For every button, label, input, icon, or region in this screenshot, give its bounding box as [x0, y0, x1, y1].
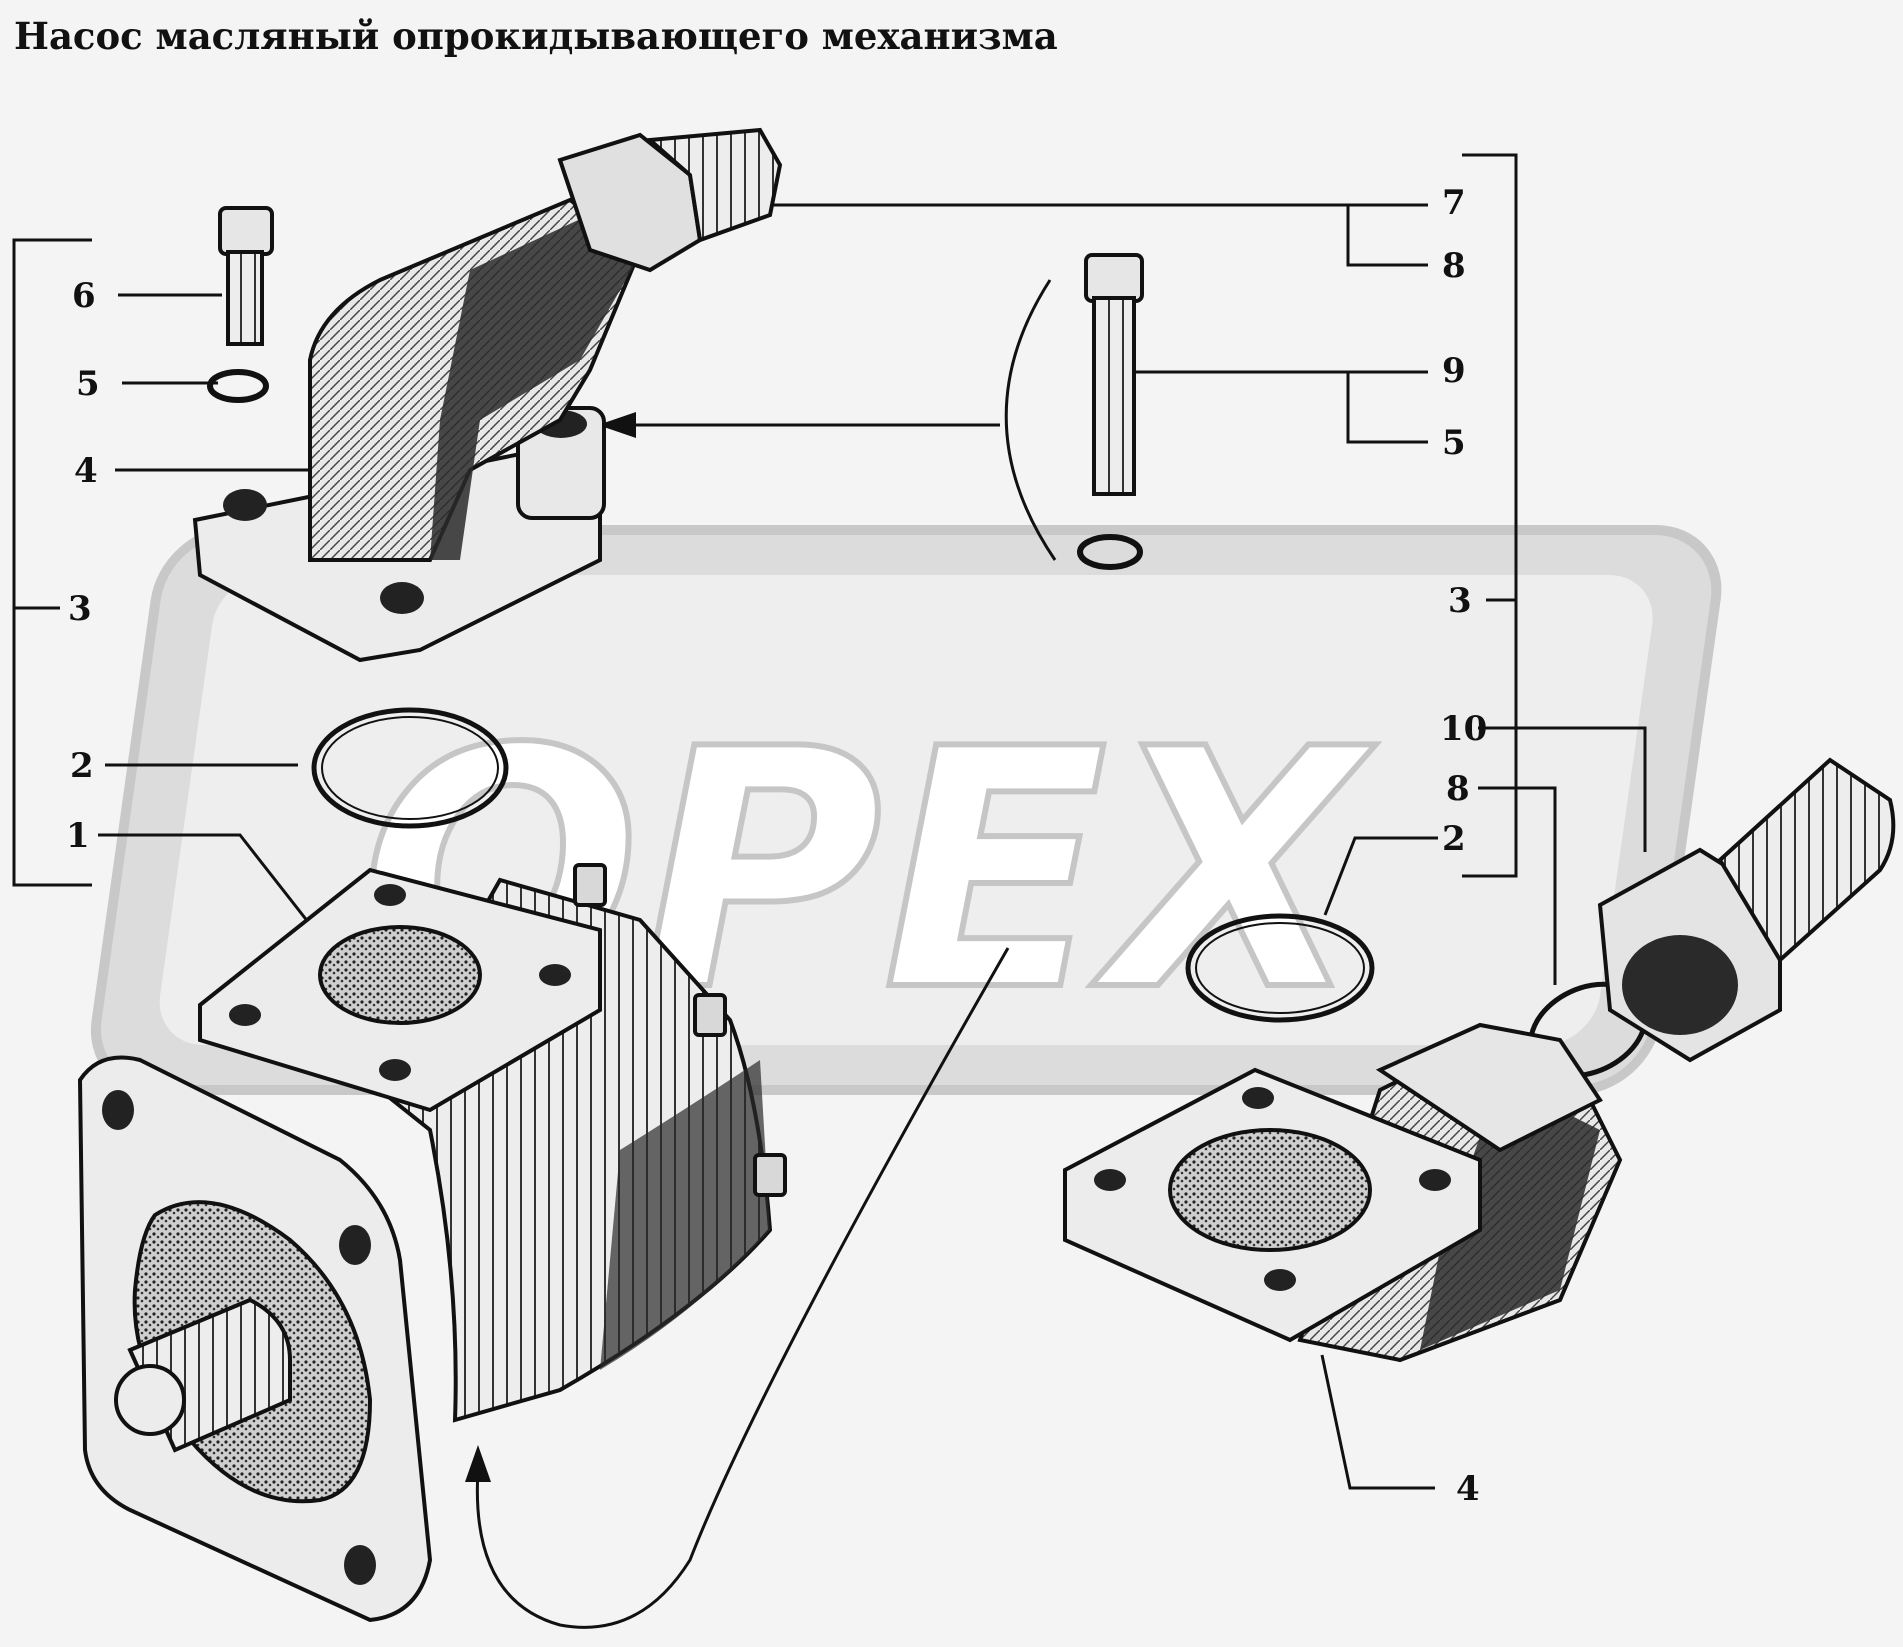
o-ring-2-right: [1185, 913, 1375, 1023]
bracket-right: [1462, 153, 1518, 878]
union-tube: [1717, 757, 1896, 964]
fitting4-port: [1168, 1128, 1372, 1252]
pump-bolt-a: [573, 863, 607, 907]
bracket-9-5: [1346, 372, 1428, 444]
bolt-6-head: [218, 206, 274, 256]
washer-5-right: [1077, 534, 1143, 570]
callout-2-left: 2: [70, 746, 94, 786]
callout-8-right: 8: [1446, 769, 1470, 809]
fitting4-shadow: [1420, 1080, 1600, 1350]
callout-labels: 6 5 4 3 2 1 7 8 9 5 3 10 8 2 4: [66, 183, 1487, 1509]
leader-4-bottom: [1320, 1354, 1435, 1490]
callout-8-top: 8: [1442, 246, 1466, 286]
leader-8-right: [1478, 786, 1557, 985]
pump-pad-hole-d: [379, 1059, 411, 1081]
callout-10: 10: [1440, 709, 1487, 749]
pump-flange-hole-a: [102, 1090, 134, 1130]
bolt-9-shank: [1092, 296, 1136, 496]
union-bore: [1622, 935, 1738, 1035]
pump-body-1: [77, 863, 787, 1623]
fitting4-hole-a: [1094, 1169, 1126, 1191]
pump-bolt-c: [753, 1153, 787, 1197]
arc-bottom: [475, 947, 1010, 1629]
pump-flange-hole-c: [344, 1545, 376, 1585]
page-title: Насос масляный опрокидывающего механизма: [14, 14, 1058, 58]
callout-4-bottom: 4: [1456, 1469, 1480, 1509]
callout-5-right: 5: [1442, 423, 1466, 463]
callout-3-left: 3: [68, 589, 92, 629]
o-ring-2-left-inner: [321, 716, 499, 820]
bracket-left: [12, 238, 92, 887]
fitting4-hole-c: [1419, 1169, 1451, 1191]
callout-5-left: 5: [76, 364, 100, 404]
elbow-flange-hole-b: [380, 582, 424, 614]
o-ring-2-right-inner: [1195, 922, 1365, 1014]
washer-5-left: [207, 369, 269, 403]
leader-lines: [12, 153, 1647, 1629]
bolt-6-shank: [226, 250, 264, 346]
callout-3-right: 3: [1448, 581, 1472, 621]
arrow-head-bottom: [465, 1445, 491, 1482]
elbow-thread: [645, 127, 783, 243]
bracket-7-8: [1346, 205, 1428, 267]
fitting4-hole-d: [1264, 1269, 1296, 1291]
bolt-6: [218, 206, 274, 346]
o-ring-2-left: [311, 707, 509, 829]
pump-cylinder-shadow: [600, 1060, 770, 1370]
pump-pad-hole-b: [374, 884, 406, 906]
elbow-flange-hole-a: [223, 489, 267, 521]
leader-1: [98, 833, 332, 951]
flange-fitting-4-bottom: [1063, 1022, 1623, 1363]
elbow-shadow: [430, 210, 640, 560]
arc-top: [1004, 279, 1057, 561]
callout-4-top: 4: [74, 451, 98, 491]
callout-9: 9: [1442, 351, 1466, 391]
pump-shaft-end: [114, 1364, 186, 1436]
fitting4-nut: [1375, 1022, 1603, 1153]
callout-1: 1: [66, 816, 90, 856]
callout-7: 7: [1442, 183, 1466, 223]
union-fitting-10: [1597, 757, 1896, 1063]
arrow-head-top: [598, 412, 636, 438]
callout-6: 6: [72, 276, 96, 316]
bolt-9: [1084, 253, 1144, 496]
elbow-fitting-4-top: [192, 127, 783, 663]
pump-bolt-b: [693, 993, 727, 1037]
pump-pad-hole-a: [229, 1004, 261, 1026]
bolt-9-head: [1084, 253, 1144, 303]
leader-10: [1478, 726, 1647, 852]
pump-pad-hole-c: [539, 964, 571, 986]
callout-2-right: 2: [1442, 819, 1466, 859]
pump-inlet-port: [318, 925, 482, 1025]
pump-flange-hole-b: [339, 1225, 371, 1265]
fitting4-hole-b: [1242, 1087, 1274, 1109]
leader-2-right: [1323, 836, 1438, 916]
